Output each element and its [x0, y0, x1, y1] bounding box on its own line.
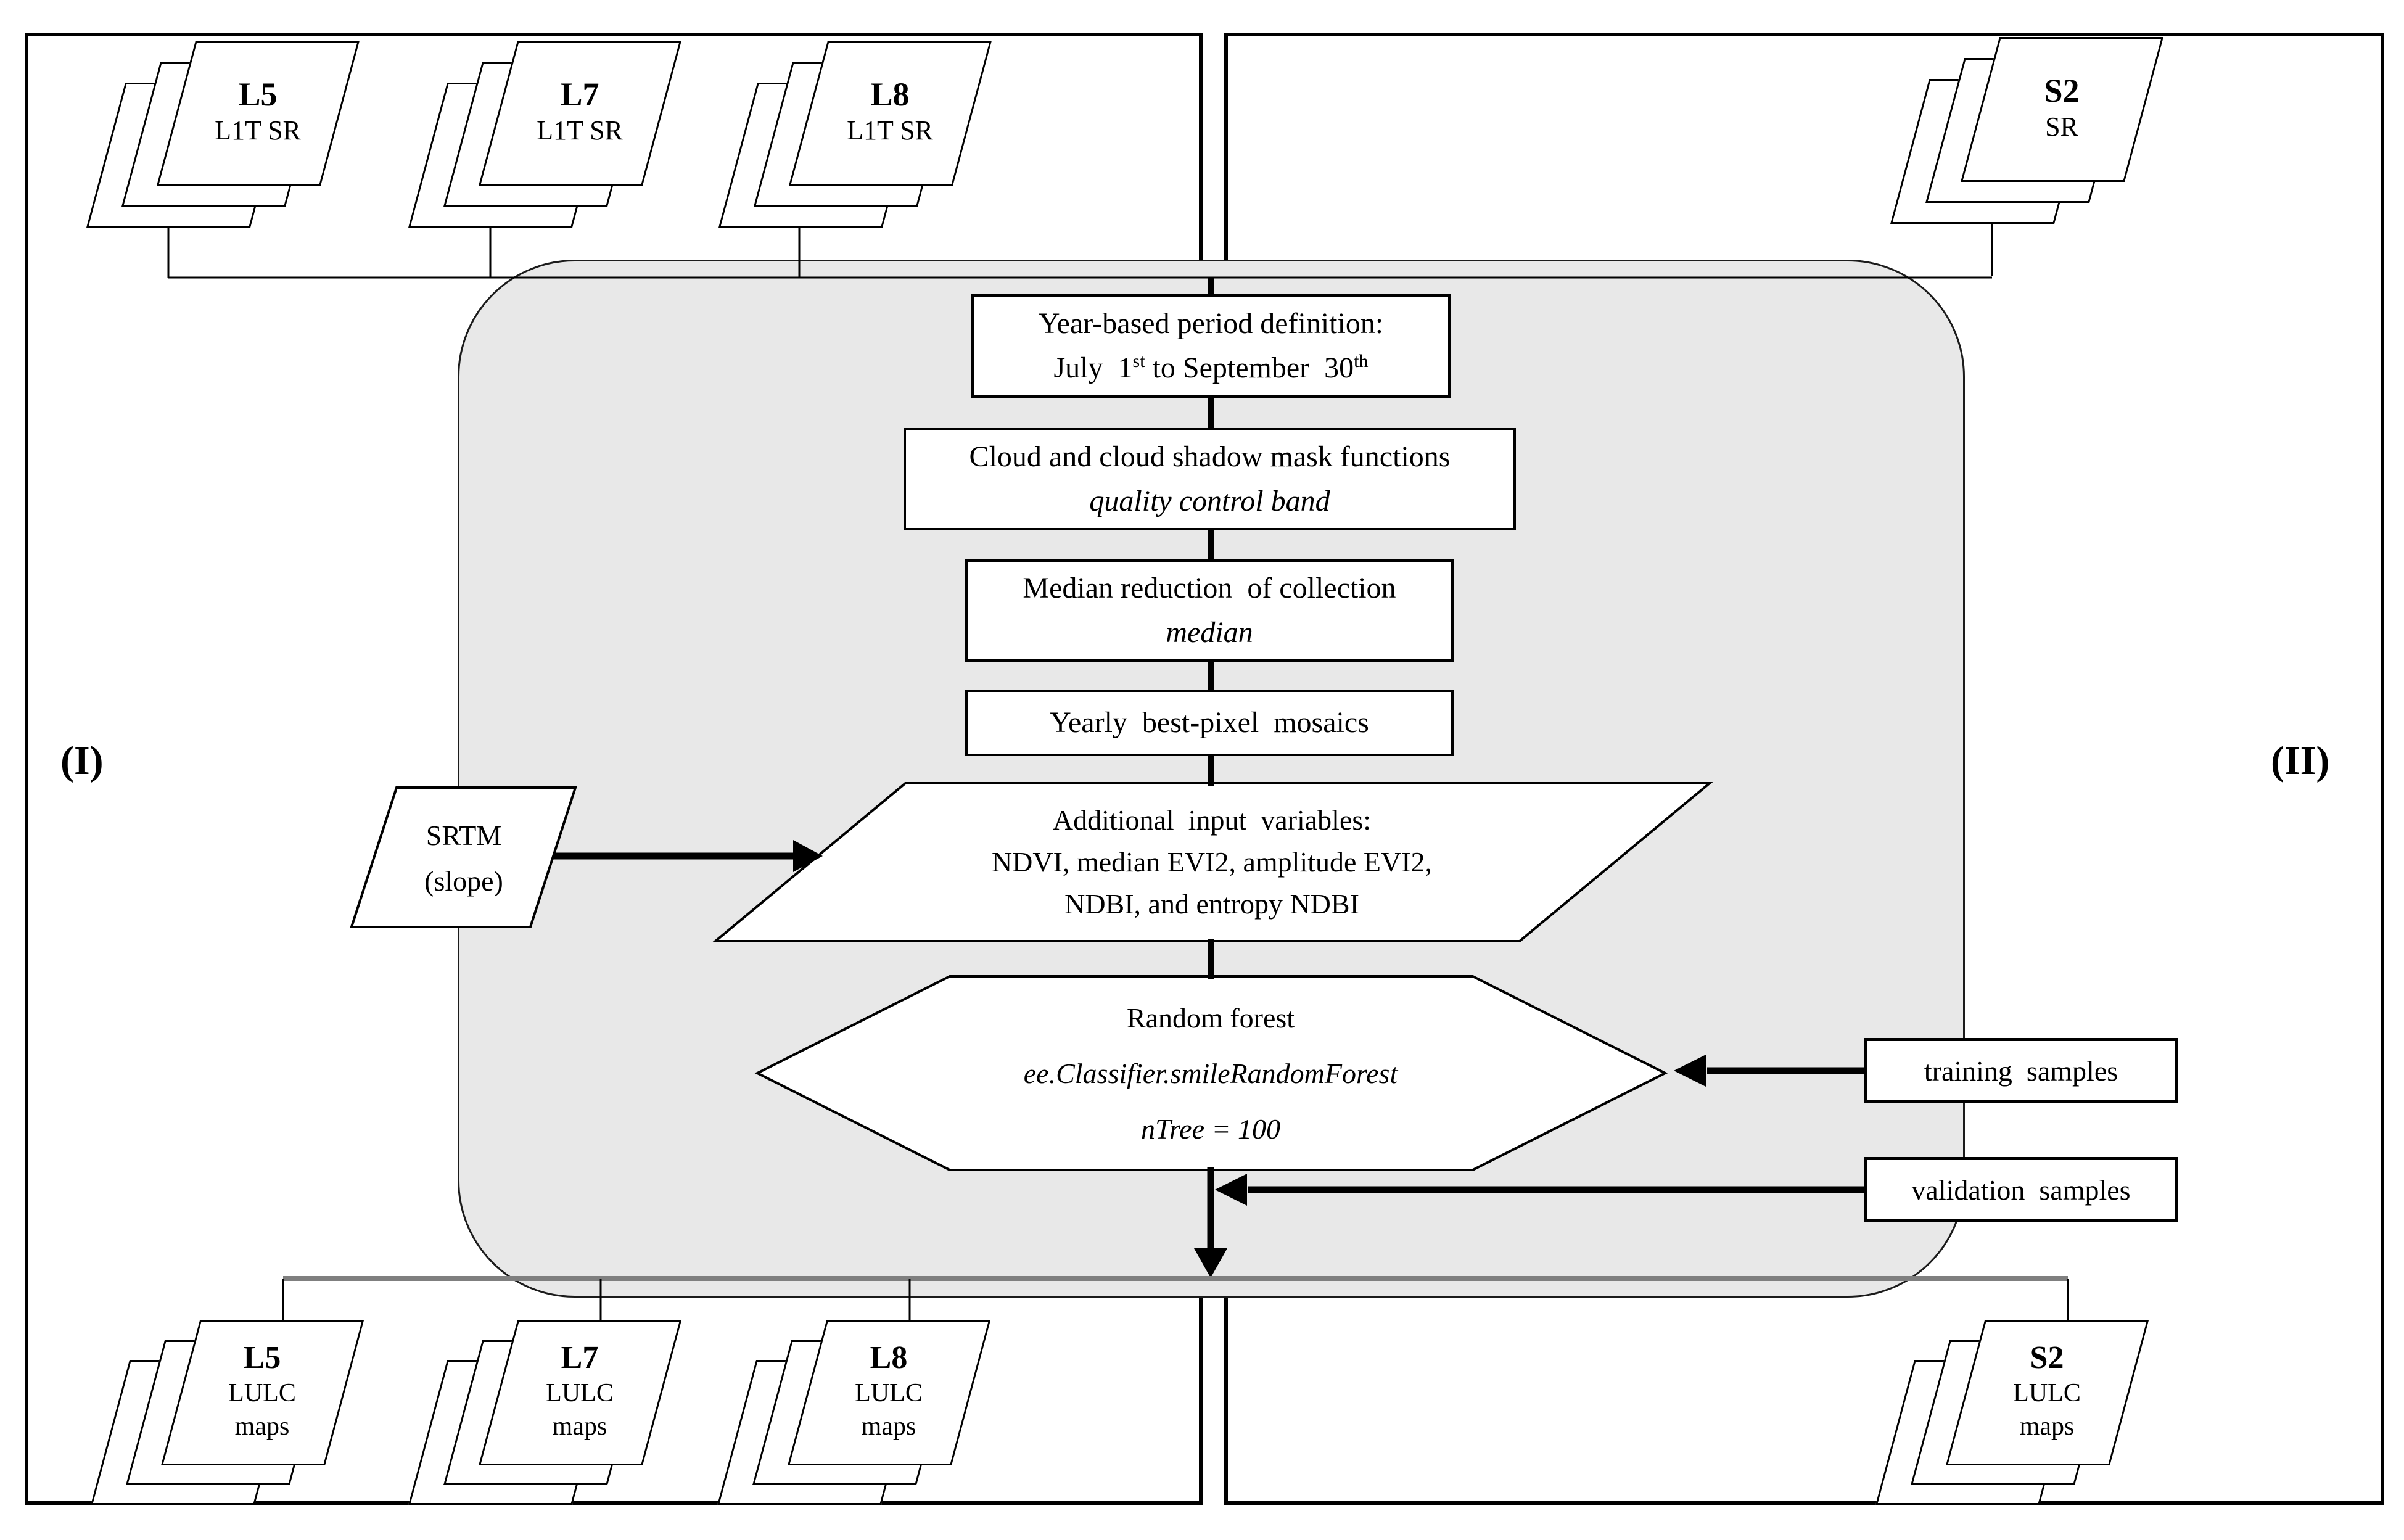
- period-line1: Year-based period definition:: [1038, 307, 1384, 340]
- stack-l5-l1t-sr: L5 L1T SR: [86, 41, 360, 228]
- validation-samples-box: validation samples: [1864, 1157, 2178, 1222]
- median-line1: Median reduction of collection: [1023, 572, 1396, 604]
- stack-title: S2: [2030, 1340, 2064, 1375]
- top-stack-drop-lines: [167, 222, 1993, 278]
- box-median-reduction: Median reduction of collection median: [965, 559, 1454, 662]
- srtm-line2: (slope): [424, 865, 503, 897]
- random-forest-line1: Random forest: [1126, 1002, 1295, 1034]
- stack-title: L5: [238, 75, 278, 113]
- box-cloud-mask: Cloud and cloud shadow mask functions qu…: [904, 428, 1516, 530]
- stack-l5-lulc-maps: L5 LULC maps: [91, 1320, 364, 1507]
- stack-subtitle: SR: [2045, 111, 2078, 142]
- srtm-text: SRTM (slope): [365, 813, 562, 904]
- stack-l8-lulc-maps: L8 LULC maps: [717, 1320, 990, 1507]
- validation-samples-label: validation samples: [1911, 1174, 2131, 1206]
- training-samples-box: training samples: [1864, 1038, 2178, 1103]
- variables-line1: Additional input variables:: [1052, 804, 1372, 836]
- stack-line2: LULC: [2013, 1378, 2081, 1407]
- stack-title: L8: [870, 1340, 908, 1375]
- stack-l7-l1t-sr: L7 L1T SR: [408, 41, 681, 228]
- parallelogram-srtm: [350, 786, 577, 928]
- stack-line2: LULC: [855, 1378, 923, 1407]
- stack-title: L7: [560, 75, 599, 113]
- cloud-mask-line1: Cloud and cloud shadow mask functions: [969, 440, 1451, 473]
- srtm-line1: SRTM: [426, 820, 502, 851]
- stack-l7-lulc-maps: L7 LULC maps: [408, 1320, 681, 1507]
- bottom-stack-drop-lines: [282, 1279, 2069, 1323]
- random-forest-line2: ee.Classifier.smileRandomForest: [1023, 1058, 1398, 1089]
- stack-subtitle: L1T SR: [215, 115, 301, 146]
- training-arrowhead-icon: [1674, 1055, 1706, 1087]
- stack-line3: maps: [234, 1412, 290, 1441]
- stack-title: L8: [870, 75, 910, 113]
- stack-line2: LULC: [228, 1378, 296, 1407]
- random-forest-line3: nTree = 100: [1140, 1113, 1281, 1145]
- period-line2: July 1st to September 30th: [1053, 351, 1369, 384]
- stack-line3: maps: [552, 1412, 607, 1441]
- median-line2: median: [1166, 616, 1253, 649]
- training-samples-label: training samples: [1924, 1055, 2118, 1087]
- stack-s2-sr: S2 SR: [1890, 37, 2163, 224]
- mosaics-line1: Yearly best-pixel mosaics: [1050, 706, 1369, 739]
- parallelogram-additional-variables: [712, 782, 1713, 942]
- stack-l8-l1t-sr: L8 L1T SR: [718, 41, 992, 228]
- stack-line3: maps: [2019, 1412, 2075, 1441]
- down-arrowhead-icon: [1194, 1248, 1227, 1278]
- stack-title: L7: [561, 1340, 599, 1375]
- stack-s2-lulc-maps: S2 LULC maps: [1875, 1320, 2149, 1507]
- srtm-arrowhead-icon: [793, 840, 823, 872]
- variables-line3: NDBI, and entropy NDBI: [1064, 888, 1359, 920]
- panel-I-label: (I): [60, 738, 104, 783]
- variables-line2: NDVI, median EVI2, amplitude EVI2,: [991, 846, 1433, 878]
- hexagon-random-forest: [754, 975, 1668, 1171]
- validation-arrowhead-icon: [1215, 1174, 1247, 1206]
- box-period-definition: Year-based period definition: July 1st t…: [971, 294, 1451, 398]
- stack-subtitle: L1T SR: [847, 115, 933, 146]
- cloud-mask-line2: quality control band: [1089, 485, 1330, 517]
- stack-title: S2: [2044, 72, 2080, 109]
- additional-variables-text: Additional input variables: NDVI, median…: [900, 799, 1523, 925]
- stack-line3: maps: [861, 1412, 916, 1441]
- panel-II-label: (II): [2271, 738, 2330, 783]
- stack-title: L5: [243, 1340, 281, 1375]
- random-forest-text: Random forest ee.Classifier.smileRandomF…: [902, 990, 1519, 1157]
- stack-line2: LULC: [546, 1378, 614, 1407]
- stack-subtitle: L1T SR: [537, 115, 623, 146]
- box-yearly-mosaics: Yearly best-pixel mosaics: [965, 690, 1454, 756]
